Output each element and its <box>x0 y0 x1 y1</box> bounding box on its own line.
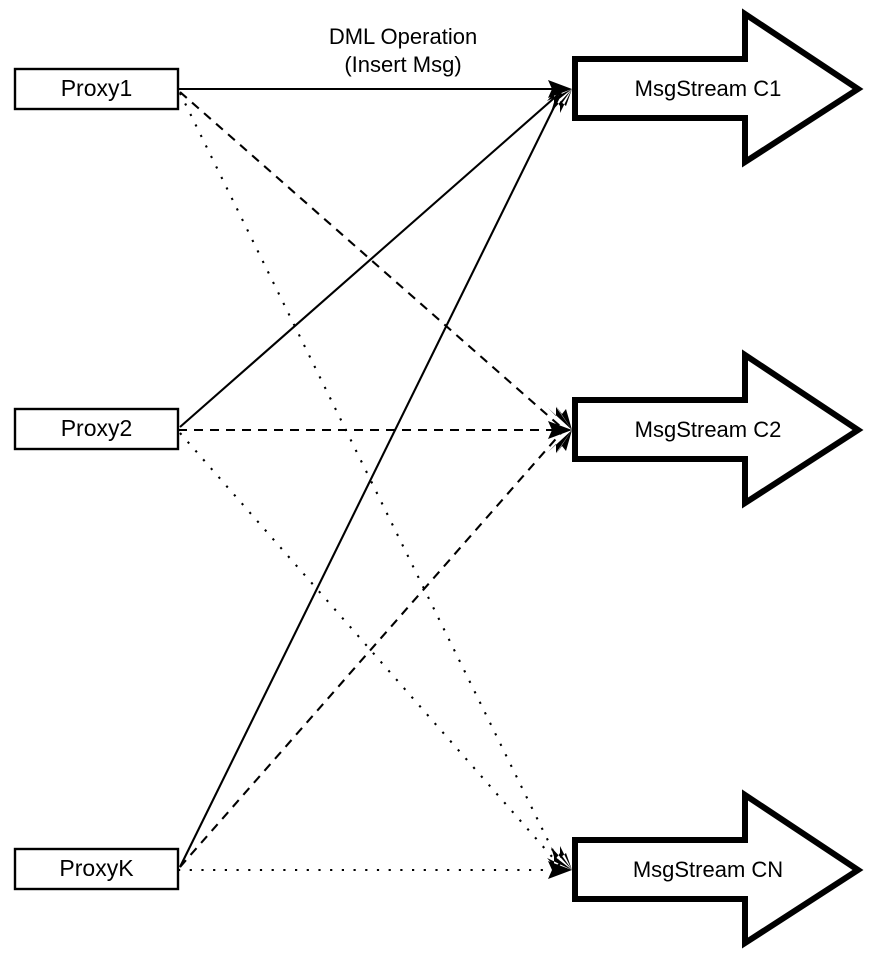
edge-proxy1-to-msgstream-c2 <box>179 91 562 428</box>
msgstream-cn-label: MsgStream CN <box>633 857 783 882</box>
arrowhead-group-msgstream-c1 <box>547 80 572 113</box>
node-proxy2[interactable]: Proxy2 <box>13 407 180 451</box>
edge-proxy2-to-msgstream-cn <box>179 432 562 868</box>
caption-dml-operation: DML Operation (Insert Msg) <box>329 24 477 77</box>
proxy1-box[interactable] <box>13 67 180 111</box>
arrowhead-icon <box>556 430 572 454</box>
msgstream-nodes: MsgStream C1 MsgStream C2 MsgStream CN <box>572 8 864 949</box>
proxy2-box[interactable] <box>13 407 180 451</box>
arrowhead-icon <box>548 407 572 430</box>
arrowhead-group-msgstream-c2 <box>548 406 572 454</box>
node-proxy1[interactable]: Proxy1 <box>13 67 180 111</box>
node-msgstream-c2[interactable]: MsgStream C2 <box>572 349 864 509</box>
msgstream-c1-label: MsgStream C1 <box>635 76 782 101</box>
proxy1-label: Proxy1 <box>61 75 133 101</box>
msgstream-cn-block-arrow[interactable] <box>572 789 864 949</box>
edge-proxyk-to-msgstream-c2 <box>179 432 562 868</box>
edge-proxy2-to-msgstream-c1 <box>179 91 562 428</box>
proxyk-label: ProxyK <box>59 855 134 881</box>
caption-line-2: (Insert Msg) <box>344 52 461 77</box>
arrowhead-icon <box>547 856 572 870</box>
arrowhead-icon <box>560 846 572 870</box>
proxy2-label: Proxy2 <box>61 415 133 441</box>
arrowhead-icon <box>547 89 572 103</box>
msgstream-c2-label: MsgStream C2 <box>635 417 782 442</box>
edge-layer <box>178 87 562 872</box>
msgstream-c2-block-arrow[interactable] <box>572 349 864 509</box>
arrowhead-icon <box>548 421 572 439</box>
node-msgstream-cn[interactable]: MsgStream CN <box>572 789 864 949</box>
caption-line-1: DML Operation <box>329 24 477 49</box>
msgstream-c1-block-arrow[interactable] <box>572 8 864 168</box>
arrowhead-group-msgstream-cn <box>547 846 572 879</box>
arrowhead-icon <box>556 406 572 430</box>
proxy-nodes: Proxy1 Proxy2 ProxyK <box>13 67 180 891</box>
arrowhead-icon <box>548 430 572 453</box>
edge-proxyk-to-msgstream-c1 <box>179 92 562 868</box>
arrowhead-icon <box>560 89 572 113</box>
node-proxyk[interactable]: ProxyK <box>13 847 180 891</box>
node-msgstream-c1[interactable]: MsgStream C1 <box>572 8 864 168</box>
arrowhead-icon <box>551 89 572 112</box>
proxyk-box[interactable] <box>13 847 180 891</box>
arrowhead-layer <box>547 80 572 879</box>
arrowhead-icon <box>551 847 572 870</box>
